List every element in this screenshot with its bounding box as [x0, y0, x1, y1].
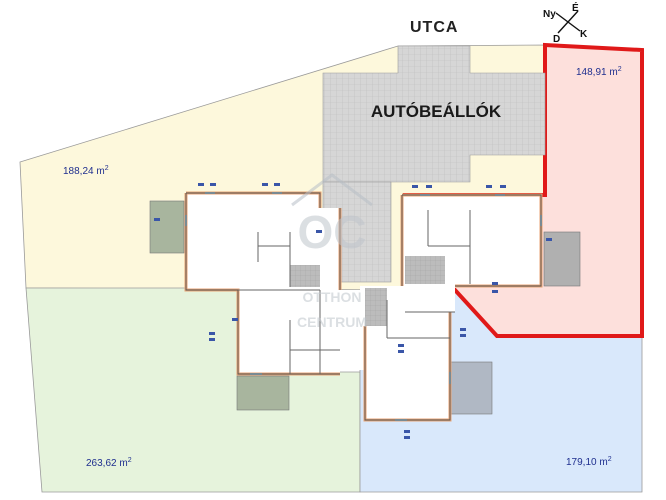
parking-label: AUTÓBEÁLLÓK	[371, 102, 502, 121]
compass-south: D	[553, 34, 560, 45]
compass: É Ny K D	[543, 1, 588, 45]
watermark-house-icon	[291, 173, 373, 207]
terrace-left	[149, 200, 185, 254]
area-bottom-right: 179,10 m2	[566, 456, 612, 468]
watermark-line1: OTTHON	[302, 289, 361, 305]
dimension-labels	[154, 183, 552, 439]
area-bottom-left: 263,62 m2	[86, 457, 132, 469]
compass-east: K	[580, 29, 588, 40]
terrace-bottom-left	[236, 375, 290, 411]
watermark-logo: OC	[298, 206, 367, 258]
watermark: OC OTTHON CENTRUM	[291, 173, 373, 330]
area-highlighted: 148,91 m2	[576, 66, 622, 78]
compass-north: É	[572, 1, 579, 14]
terrace-bottom-right	[443, 361, 493, 415]
street-label: UTCA	[410, 19, 458, 36]
area-top-left: 188,24 m2	[63, 165, 109, 177]
watermark-line2: CENTRUM	[297, 314, 367, 330]
building	[184, 191, 543, 422]
parking-area	[322, 45, 546, 183]
compass-west: Ny	[543, 9, 556, 20]
